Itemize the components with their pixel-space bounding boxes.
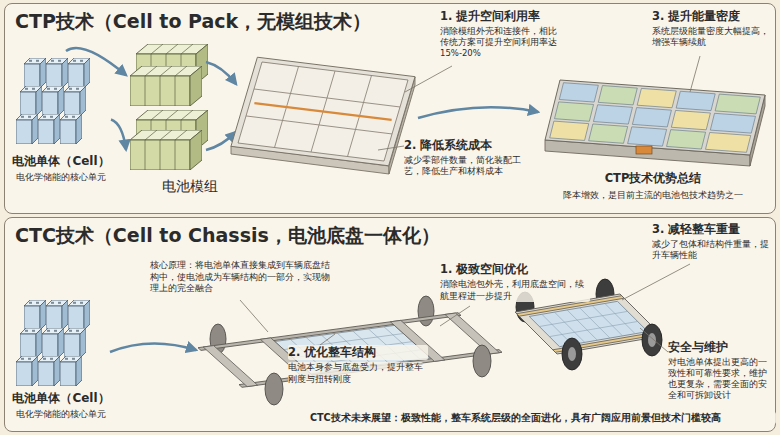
battery-cell	[42, 86, 64, 116]
tray-floor	[238, 62, 408, 161]
leader-line	[622, 264, 690, 300]
battery-cell	[64, 86, 86, 116]
leader-line	[690, 56, 700, 92]
pack-cell	[559, 83, 598, 102]
node-body: 降本增效，是目前主流的电池包技术趋势之一	[533, 190, 773, 201]
leader-line	[378, 146, 404, 150]
node-body: 电化学储能的核心单元	[11, 172, 111, 183]
busbar	[254, 103, 391, 120]
battery-cell	[24, 300, 46, 330]
leader-line	[240, 300, 268, 332]
wheel	[562, 338, 582, 370]
pack-cell	[589, 124, 628, 143]
leader-line	[440, 306, 470, 326]
flow-arrow	[110, 343, 196, 352]
flow-arrow	[418, 107, 538, 118]
pack-cell	[706, 133, 751, 153]
tray-top	[231, 57, 415, 166]
chassis-frame	[198, 296, 502, 405]
callout-heading: 3. 减轻整车重量	[652, 222, 772, 237]
tray-grid	[238, 62, 408, 161]
wheel	[265, 373, 283, 405]
cell-cluster	[16, 58, 90, 144]
pack-connector	[636, 146, 652, 154]
callout-body: 系统层级能量密度大幅提高，增强车辆续航	[652, 26, 770, 48]
pack-cell	[715, 94, 760, 114]
battery-module	[130, 130, 202, 170]
finished-pack	[545, 80, 765, 166]
callout-heading: 安全与维护	[668, 340, 772, 355]
battery-cell	[46, 58, 68, 88]
pack-cell	[671, 110, 710, 129]
flow-arrow	[111, 120, 126, 150]
outlook-note: CTC技术未来展望：极致性能，整车系统层级的全面进化，具有广阔应用前景但技术门槛…	[310, 412, 776, 424]
battery-cell	[60, 356, 82, 386]
leader-line	[320, 334, 335, 345]
wheel	[473, 345, 491, 377]
node-body: 电化学储能的核心单元	[11, 409, 111, 420]
callout-body: 减少零部件数量，简化装配工艺，降低生产和材料成本	[404, 155, 522, 177]
cell-cluster	[16, 300, 90, 386]
battery-cell	[16, 114, 38, 144]
pack-frame	[545, 80, 765, 155]
battery-cell	[68, 58, 90, 88]
pack-top	[545, 80, 765, 155]
flow-arrow	[206, 62, 236, 84]
battery-cell	[20, 328, 42, 358]
battery-cell	[16, 356, 38, 386]
wheel	[418, 296, 434, 326]
battery-cell	[38, 114, 60, 144]
pack-cell	[667, 130, 706, 149]
leader-line	[405, 66, 452, 92]
cross-member	[203, 346, 257, 387]
callout-heading: 2. 优化整车结构	[288, 345, 428, 360]
pack-cell	[593, 105, 632, 124]
pack-cell	[550, 121, 589, 140]
battery-cell	[42, 328, 64, 358]
battery-cell	[60, 114, 82, 144]
leader-line	[640, 328, 668, 352]
callout-body: 消除模组外壳和连接件，相比传统方案可提升空间利用率达15%-20%	[440, 26, 558, 59]
battery-cell	[24, 58, 46, 88]
pack-cell	[632, 108, 671, 127]
pack-cell	[637, 88, 676, 107]
node-heading: 电池单体（Cell）	[11, 391, 111, 407]
pack-cell	[628, 127, 667, 146]
callout-heading: 3. 提升能量密度	[652, 9, 772, 24]
battery-cell	[46, 300, 68, 330]
node-heading: CTP技术优势总结	[533, 171, 773, 186]
callout-heading: 1. 提升空间利用率	[440, 9, 590, 24]
battery-cell	[68, 300, 90, 330]
tray-rim	[231, 57, 415, 166]
chassis-plane	[198, 313, 502, 388]
callout-heading: 1. 极致空间优化	[440, 262, 590, 277]
callout-body: 减少了包体和结构件重量，提升车辆性能	[652, 239, 772, 261]
chassis-plane	[515, 294, 662, 354]
cross-member	[445, 313, 499, 354]
module-stack	[130, 44, 208, 170]
pack-cell	[598, 86, 637, 105]
flow-arrow	[66, 48, 126, 75]
wheel	[642, 324, 662, 356]
callout-body: 电池本身参与底盘受力，提升整车刚度与扭转刚度	[288, 362, 423, 385]
node-heading: 电池单体（Cell）	[11, 154, 111, 170]
battery-module	[130, 66, 202, 106]
principle-note: 核心原理：将电池单体直接集成到车辆底盘结构中，使电池成为车辆结构的一部分，实现物…	[150, 260, 338, 295]
section-title: CTC技术（Cell to Chassis，电池底盘一体化）	[15, 223, 615, 248]
battery-cell	[64, 328, 86, 358]
wheel-hub	[568, 347, 576, 361]
node-heading: 电池模组	[146, 177, 218, 195]
callout-body: 消除电池包外壳，利用底盘空间，续航里程进一步提升	[440, 279, 590, 302]
callout-body: 对电池单体提出更高的一致性和可靠性要求，维护也更复杂，需要全面的安全和可拆卸设计	[668, 357, 774, 401]
pack-cell	[676, 91, 715, 110]
pack-cell	[710, 113, 755, 133]
pack-cell	[555, 102, 594, 121]
chassis-base	[515, 294, 662, 354]
callout-heading: 2. 降低系统成本	[404, 138, 524, 153]
battery-cell	[20, 86, 42, 116]
wheel-hub	[648, 333, 656, 347]
pack-tray	[231, 57, 415, 174]
battery-cell	[38, 356, 60, 386]
